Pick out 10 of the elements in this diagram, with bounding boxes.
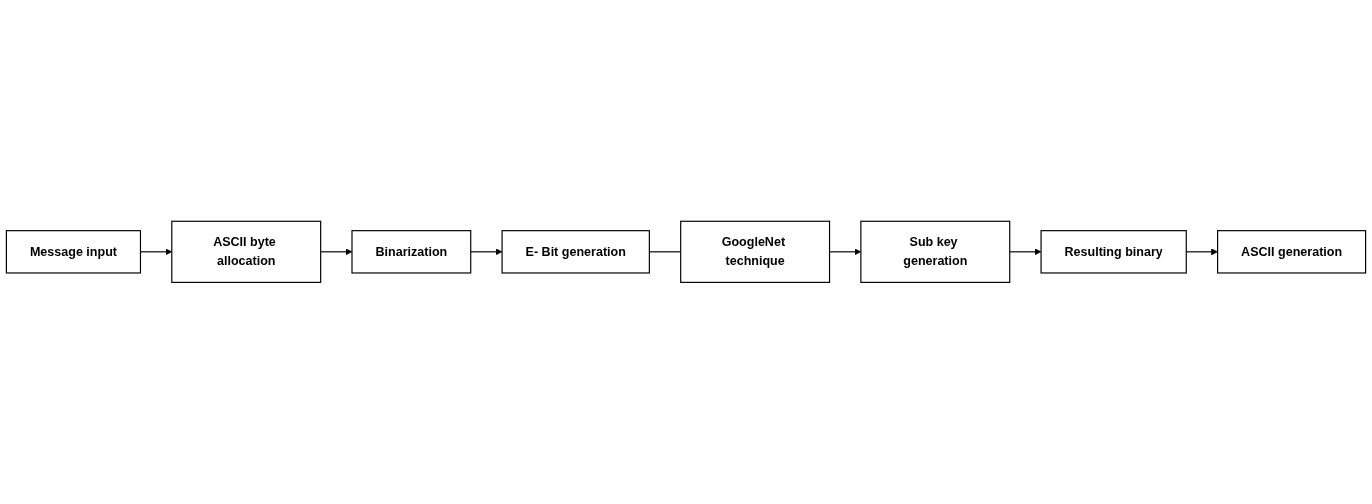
arrow xyxy=(470,248,503,256)
node-box: ASCII byte allocation xyxy=(171,220,322,284)
node-box: Resulting binary xyxy=(1040,230,1187,274)
node-box: GoogleNet technique xyxy=(680,220,831,284)
node-box: Sub key generation xyxy=(860,220,1011,284)
node-box: Message input xyxy=(5,230,142,274)
arrow xyxy=(1009,248,1042,256)
node-box: E- Bit generation xyxy=(501,230,650,274)
node-box: Binarization xyxy=(351,230,472,274)
node-box: ASCII generation xyxy=(1217,230,1367,274)
